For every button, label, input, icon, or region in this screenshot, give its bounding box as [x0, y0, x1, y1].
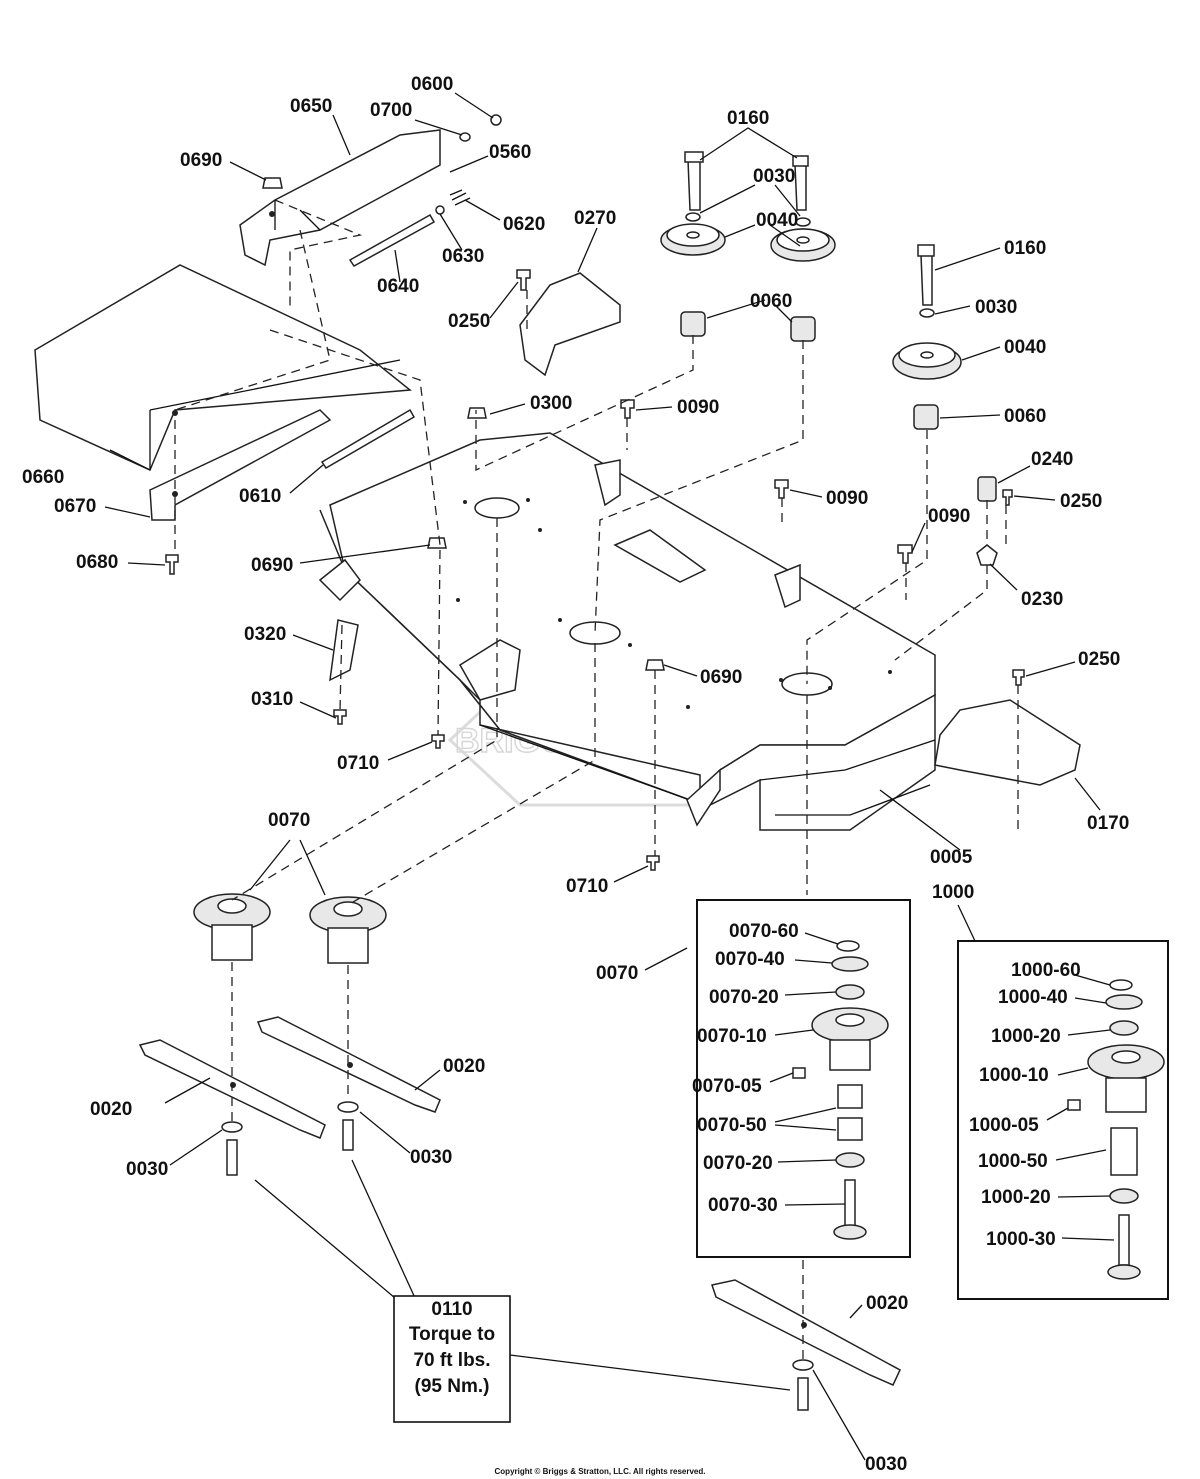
pulley-assembly-right — [892, 244, 962, 430]
label-0320: 0320 — [244, 624, 286, 645]
label-1000-50: 1000-50 — [978, 1151, 1048, 1172]
label-1000: 1000 — [932, 882, 974, 903]
label-0090: 0090 — [677, 397, 719, 418]
spring-0620 — [435, 189, 471, 215]
label-1000-40: 1000-40 — [998, 987, 1068, 1008]
label-0090: 0090 — [826, 488, 868, 509]
label-0060: 0060 — [1004, 406, 1046, 427]
torque-note-line3: 70 ft lbs. — [413, 1350, 490, 1371]
shield-0170 — [934, 699, 1081, 786]
blade-bolts — [221, 1101, 814, 1411]
rod-0640 — [348, 213, 436, 267]
label-0090: 0090 — [928, 506, 970, 527]
label-0610: 0610 — [239, 486, 281, 507]
belt-cover-0660 — [34, 264, 412, 472]
leader-lines — [104, 92, 1115, 1461]
label-0710: 0710 — [337, 753, 379, 774]
label-0070-20: 0070-20 — [703, 1153, 773, 1174]
label-0310: 0310 — [251, 689, 293, 710]
torque-note-line4: (95 Nm.) — [415, 1376, 490, 1397]
torque-note-line2: Torque to — [409, 1324, 495, 1345]
label-0700: 0700 — [370, 100, 412, 121]
small-fasteners — [165, 269, 1025, 871]
label-0600: 0600 — [411, 74, 453, 95]
label-0020: 0020 — [90, 1099, 132, 1120]
assembly-dashed-lines — [174, 199, 1019, 1360]
label-1000-30: 1000-30 — [986, 1229, 1056, 1250]
label-0030: 0030 — [753, 166, 795, 187]
label-0070-05: 0070-05 — [692, 1076, 762, 1097]
shield-0270 — [519, 272, 621, 377]
label-0710: 0710 — [566, 876, 608, 897]
spindle-left-1 — [193, 893, 271, 961]
label-0660: 0660 — [22, 467, 64, 488]
torque-note-part: 0110 — [431, 1299, 472, 1320]
part-labels: 0600 0650 0700 0690 0560 0620 0630 0640 … — [22, 74, 1129, 1475]
label-0230: 0230 — [1021, 589, 1063, 610]
label-0005: 0005 — [930, 847, 973, 868]
label-0240: 0240 — [1031, 449, 1073, 470]
pulley-assembly-left — [660, 151, 726, 337]
label-1000-20: 1000-20 — [981, 1187, 1051, 1208]
label-0070-50: 0070-50 — [697, 1115, 767, 1136]
label-0630: 0630 — [442, 246, 484, 267]
kit-box-0070 — [696, 899, 911, 1258]
label-0160: 0160 — [727, 108, 769, 129]
pin-0600 — [490, 114, 502, 126]
label-0070-40: 0070-40 — [715, 949, 785, 970]
label-1000-20: 1000-20 — [991, 1026, 1061, 1047]
label-1000-60: 1000-60 — [1011, 960, 1081, 981]
label-1000-05: 1000-05 — [969, 1115, 1039, 1136]
label-0690: 0690 — [700, 667, 742, 688]
label-0650: 0650 — [290, 96, 332, 117]
label-0160: 0160 — [1004, 238, 1046, 259]
label-0070-20: 0070-20 — [709, 987, 779, 1008]
label-0250: 0250 — [448, 311, 490, 332]
label-0070-10: 0070-10 — [697, 1026, 767, 1047]
mower-deck — [318, 432, 936, 831]
nut-0690-top — [262, 177, 283, 189]
label-0070: 0070 — [268, 810, 310, 831]
label-0070-60: 0070-60 — [729, 921, 799, 942]
label-0040: 0040 — [756, 210, 798, 231]
pulley-assembly-middle — [770, 155, 836, 342]
label-0030: 0030 — [126, 1159, 168, 1180]
label-0690: 0690 — [180, 150, 222, 171]
label-0020: 0020 — [866, 1293, 908, 1314]
label-0670: 0670 — [54, 496, 96, 517]
label-0620: 0620 — [503, 214, 545, 235]
label-0040: 0040 — [1004, 337, 1046, 358]
bracket-0320 — [329, 619, 359, 682]
label-0070: 0070 — [596, 963, 638, 984]
torque-note: 0110 Torque to 70 ft lbs. (95 Nm.) — [393, 1295, 511, 1423]
blade-left-2 — [256, 1016, 441, 1113]
spindle-left-2 — [309, 896, 387, 964]
label-0270: 0270 — [574, 208, 616, 229]
label-0030: 0030 — [975, 297, 1017, 318]
label-0250: 0250 — [1078, 649, 1120, 670]
label-1000-10: 1000-10 — [979, 1065, 1049, 1086]
rod-0610 — [320, 408, 416, 470]
label-0300: 0300 — [530, 393, 572, 414]
label-0070-30: 0070-30 — [708, 1195, 778, 1216]
label-0690: 0690 — [251, 555, 293, 576]
label-0170: 0170 — [1087, 813, 1129, 834]
label-0020: 0020 — [443, 1056, 485, 1077]
belt-cover-bracket — [239, 129, 441, 267]
label-0060: 0060 — [750, 291, 792, 312]
plate-0670 — [149, 409, 332, 521]
label-0030: 0030 — [865, 1454, 907, 1475]
label-0030: 0030 — [410, 1147, 452, 1168]
kit-box-1000 — [957, 940, 1169, 1300]
label-0250: 0250 — [1060, 491, 1102, 512]
copyright-notice: Copyright © Briggs & Stratton, LLC. All … — [495, 1467, 706, 1476]
washer-0700 — [459, 132, 471, 142]
label-0640: 0640 — [377, 276, 419, 297]
label-0560: 0560 — [489, 142, 531, 163]
label-0680: 0680 — [76, 552, 118, 573]
